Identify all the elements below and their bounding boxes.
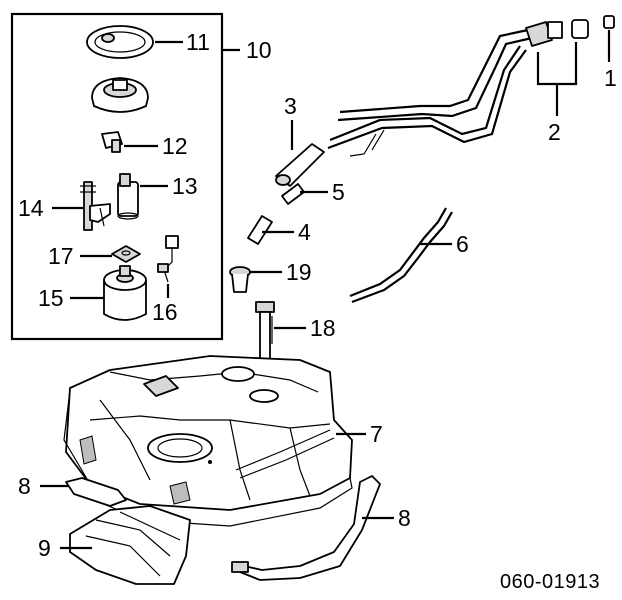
callout-11: 11 [186, 29, 210, 55]
part-14-bracket [80, 181, 111, 231]
callout-8-right: 8 [398, 505, 411, 531]
pump-flange-cover [91, 77, 149, 113]
part-8-strap-left [65, 477, 127, 507]
callout-3: 3 [284, 93, 297, 119]
part-12-connector [101, 131, 123, 153]
part-8-strap-right [231, 475, 381, 581]
part-3-hose [275, 143, 325, 187]
callout-2: 2 [548, 119, 561, 145]
part-5-clamp [281, 183, 305, 205]
callout-16: 16 [152, 299, 178, 325]
callout-9: 9 [38, 535, 51, 561]
part-17-filter-cap [111, 245, 141, 263]
part-16-sender [157, 235, 179, 283]
leader-2-bracket [536, 42, 578, 86]
part-18-sender-unit [255, 301, 275, 361]
part-4-small-hose [247, 215, 273, 245]
callout-10: 10 [246, 37, 272, 63]
callout-14: 14 [18, 195, 44, 221]
callout-6: 6 [456, 231, 469, 257]
callout-4: 4 [298, 219, 311, 245]
callout-18: 18 [310, 315, 336, 341]
callout-12: 12 [162, 133, 188, 159]
part-19-grommet [229, 266, 251, 293]
part-11-gasket [86, 25, 154, 59]
part-13-fuel-pump [117, 173, 139, 220]
part-7-fuel-tank [63, 355, 353, 527]
callout-17: 17 [48, 243, 74, 269]
callout-1: 1 [604, 65, 617, 91]
part-6-vent-tube [349, 207, 453, 304]
callout-5: 5 [332, 179, 345, 205]
callout-13: 13 [172, 173, 198, 199]
pump-module-inset-box [10, 12, 224, 341]
part-1-fuel-cap [571, 15, 615, 39]
callout-8-left: 8 [18, 473, 31, 499]
part-15-fuel-filter [103, 265, 147, 321]
part-2-filler-pipe [327, 21, 563, 157]
callout-19: 19 [286, 259, 312, 285]
callout-7: 7 [370, 421, 383, 447]
diagram-code: 060-01913 [500, 571, 600, 593]
part-9-heat-shield [69, 505, 191, 585]
callout-15: 15 [38, 285, 64, 311]
